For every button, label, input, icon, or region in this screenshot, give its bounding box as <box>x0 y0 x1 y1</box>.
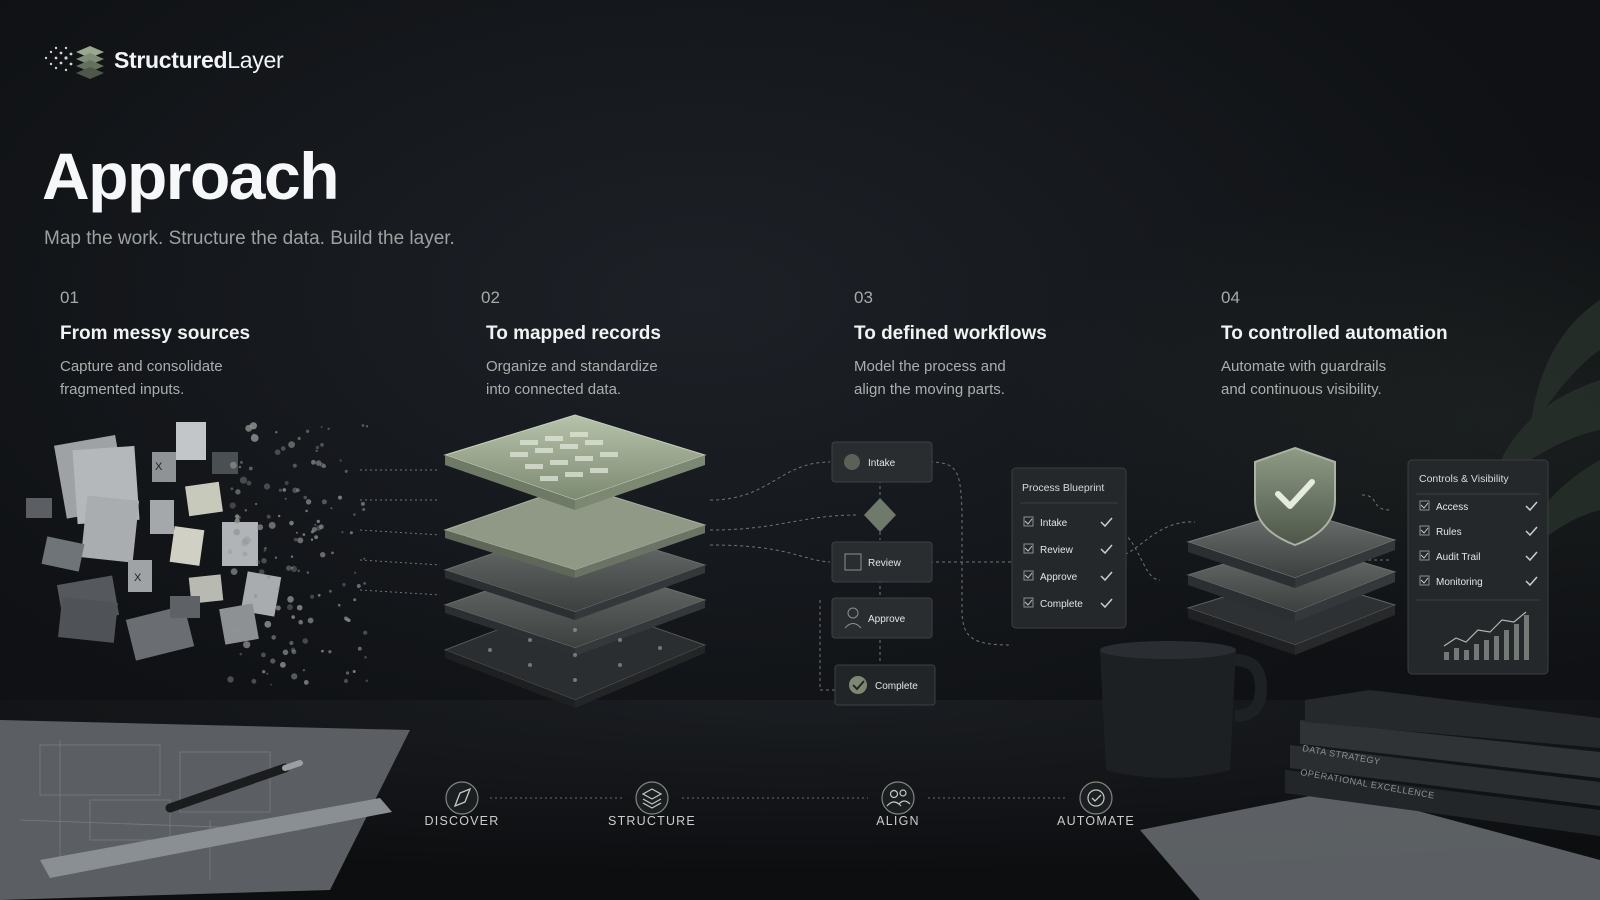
check-circle-icon <box>1079 781 1113 815</box>
blueprint-paper <box>0 720 410 900</box>
workflow-approve: Approve <box>868 614 906 625</box>
document-paper <box>1140 790 1600 900</box>
controls-item-label: Audit Trail <box>1436 552 1480 563</box>
blueprint-item-label: Review <box>1040 545 1074 556</box>
blueprint-item: Intake <box>1023 516 1113 529</box>
step-number: 02 <box>481 288 500 307</box>
layer-stack <box>443 414 707 708</box>
phase-structure: STRUCTURE <box>608 814 696 828</box>
step-number: 04 <box>1221 288 1240 307</box>
intake-icon <box>844 454 860 470</box>
checkbox-icon <box>1419 525 1430 536</box>
page-title: Approach <box>42 139 340 213</box>
check-icon <box>1100 544 1113 555</box>
checkbox-icon <box>1419 575 1430 586</box>
controls-item: Monitoring <box>1419 575 1538 588</box>
logo-icon <box>44 46 104 79</box>
monitoring-bar-chart <box>1444 615 1529 660</box>
coffee-mug <box>1100 641 1268 778</box>
process-blueprint-card: Process Blueprint IntakeReviewApproveCom… <box>1011 467 1127 629</box>
controls-item-label: Access <box>1436 502 1468 513</box>
svg-text:X: X <box>155 461 163 473</box>
checkbox-icon <box>1419 550 1430 561</box>
workflow-complete: Complete <box>875 681 918 692</box>
checkbox-icon <box>1023 570 1034 581</box>
layers-icon <box>635 781 669 815</box>
check-icon <box>1100 517 1113 528</box>
check-icon <box>1525 501 1538 512</box>
controls-item: Rules <box>1419 525 1538 538</box>
step-3: 03 To defined workflows Model the proces… <box>854 288 1194 401</box>
step-description: Model the process and align the moving p… <box>854 358 1006 398</box>
checkbox-icon <box>1419 500 1430 511</box>
checkbox-icon <box>1023 543 1034 554</box>
checkbox-icon <box>1023 516 1034 527</box>
step-2: 02 To mapped records Organize and standa… <box>481 288 826 401</box>
step-title: To mapped records <box>486 323 661 344</box>
blueprint-title: Process Blueprint <box>1022 482 1104 494</box>
controls-item: Audit Trail <box>1419 550 1538 563</box>
phase-align: ALIGN <box>876 814 920 828</box>
page-subtitle: Map the work. Structure the data. Build … <box>44 228 455 249</box>
workflow-review: Review <box>868 558 902 569</box>
step-description: Organize and standardize into connected … <box>486 358 658 398</box>
step-description: Automate with guardrails and continuous … <box>1221 358 1387 398</box>
check-icon <box>1525 551 1538 562</box>
phase-discover: DISCOVER <box>424 814 500 828</box>
phase-automate: AUTOMATE <box>1057 814 1135 828</box>
step-title: To controlled automation <box>1221 323 1448 344</box>
automation-stack <box>1186 446 1397 655</box>
step-1: 01 From messy sources Capture and consol… <box>60 288 400 401</box>
check-icon <box>1525 526 1538 537</box>
blueprint-item-label: Intake <box>1040 518 1068 529</box>
blueprint-item: Complete <box>1023 597 1113 610</box>
users-icon <box>881 781 915 815</box>
blueprint-item-label: Approve <box>1040 572 1078 583</box>
decision-diamond <box>864 498 896 532</box>
brand-logo[interactable]: StructuredLayer <box>42 40 284 80</box>
blueprint-item: Approve <box>1023 570 1113 583</box>
flow-lines-1 <box>359 469 441 596</box>
step-title: From messy sources <box>60 323 251 344</box>
workflow-diagram: Intake Review Approve Complete <box>831 441 936 706</box>
controls-item-label: Monitoring <box>1436 577 1483 588</box>
blueprint-item: Review <box>1023 543 1113 556</box>
step-title: To defined workflows <box>854 323 1047 344</box>
check-icon <box>1525 576 1538 587</box>
check-icon <box>1100 598 1113 609</box>
approve-icon <box>847 607 859 619</box>
phase-icons <box>445 781 1113 815</box>
controls-item-label: Rules <box>1436 527 1462 538</box>
brand-name-light: Layer <box>227 46 284 73</box>
checkbox-icon <box>1023 597 1034 608</box>
check-icon <box>1100 571 1113 582</box>
data-particles <box>227 422 369 686</box>
step-number: 01 <box>60 288 79 307</box>
brand-name-bold: Structured <box>114 46 228 73</box>
controls-item: Access <box>1419 500 1538 513</box>
brand-name: StructuredLayer <box>114 46 284 74</box>
step-4: 04 To controlled automation Automate wit… <box>1221 288 1561 401</box>
svg-text:X: X <box>134 572 142 584</box>
book-stack: DATA STRATEGY OPERATIONAL EXCELLENCE <box>1285 690 1600 836</box>
step-number: 03 <box>854 288 873 307</box>
step-description: Capture and consolidate fragmented input… <box>60 358 223 398</box>
compass-icon <box>445 781 479 815</box>
controls-title: Controls & Visibility <box>1419 473 1509 485</box>
complete-icon <box>849 676 867 694</box>
workflow-intake: Intake <box>868 458 896 469</box>
review-icon <box>844 553 862 571</box>
blueprint-item-label: Complete <box>1040 599 1083 610</box>
